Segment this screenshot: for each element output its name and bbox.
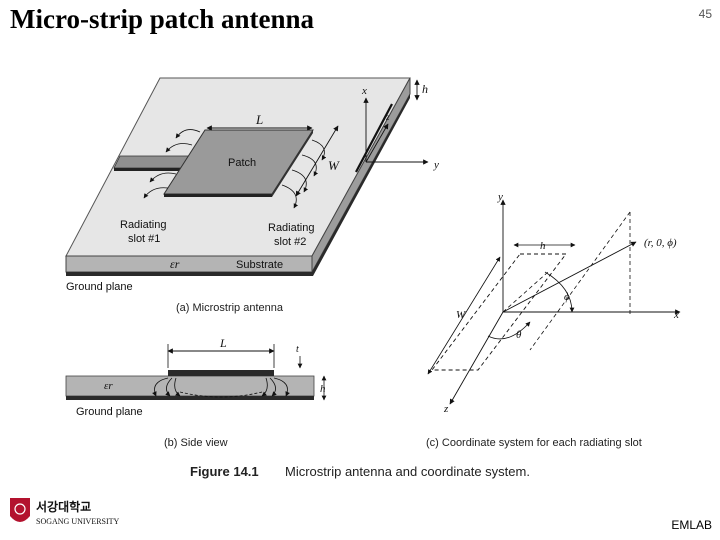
side-patch <box>168 370 274 376</box>
side-height-label: h <box>320 383 326 395</box>
microstrip-antenna-3d: L W Patch Radiating slot #1 Radiating sl… <box>65 77 439 314</box>
university-english-name: SOGANG UNIVERSITY <box>36 517 120 526</box>
radius-vector <box>502 241 637 313</box>
slot-1-label-line-2: slot #1 <box>128 233 160 245</box>
figure-caption-text: Microstrip antenna and coordinate system… <box>285 464 530 479</box>
side-ground-plane <box>66 396 314 400</box>
page-number: 45 <box>698 7 712 21</box>
subcaption-c: (c) Coordinate system for each radiating… <box>426 437 642 449</box>
thickness-label: t <box>296 344 299 355</box>
side-length-label: L <box>219 336 227 350</box>
theta-label: θ <box>516 329 522 341</box>
coord-axis-y-label: y <box>497 191 503 203</box>
xz-projection <box>502 271 549 313</box>
side-fringing-fields <box>152 377 290 398</box>
phi-label: ϕ <box>564 291 570 303</box>
axis-z-label: z <box>385 112 390 122</box>
university-korean-name: 서강대학교 <box>36 499 91 514</box>
height-label: h <box>422 82 428 96</box>
lab-label: EMLAB <box>671 518 712 532</box>
subcaption-b: (b) Side view <box>164 437 228 449</box>
width-label: W <box>328 158 340 173</box>
coordinate-system: y x z h W ϕ θ (r, 0, ϕ) (c) Coordinate s… <box>426 191 681 449</box>
point-label: (r, 0, ϕ) <box>644 237 677 249</box>
coord-axis-z-label: z <box>443 403 449 415</box>
coord-axis-x-label: x <box>673 309 679 321</box>
fringing-field-slot-2 <box>281 139 327 209</box>
subcaption-a: (a) Microstrip antenna <box>176 302 284 314</box>
seal-emblem <box>14 503 26 515</box>
feed-line-edge <box>114 168 192 171</box>
slide-title: Micro-strip patch antenna <box>10 4 314 34</box>
axis-z-line <box>365 123 389 163</box>
diagonal-projection <box>529 211 631 351</box>
coord-height-label: h <box>540 240 546 252</box>
patch-edge <box>164 194 272 197</box>
length-label: L <box>255 112 263 127</box>
side-epsilon-label: εr <box>104 380 113 392</box>
side-view: L εr t h Ground plane (b) Side view <box>65 336 327 449</box>
slot-2-edge-line <box>355 103 393 173</box>
slot-2-label-line-1: Radiating <box>268 222 314 234</box>
coord-width-label: W <box>456 309 466 321</box>
ground-plane-label: Ground plane <box>66 281 133 293</box>
axis-y-label: y <box>433 159 439 171</box>
seal-shield-icon <box>10 498 30 522</box>
fringing-field-slot-1 <box>143 129 201 199</box>
slot-2-label-line-2: slot #2 <box>274 236 306 248</box>
side-ground-label: Ground plane <box>76 406 143 418</box>
axis-x-label: x <box>361 85 367 97</box>
phi-arc <box>544 271 575 313</box>
width-dimension <box>295 125 339 197</box>
coord-width-dimension <box>427 256 501 375</box>
substrate-label: Substrate <box>236 259 283 271</box>
patch-label: Patch <box>228 157 256 169</box>
university-logo: 서강대학교 SOGANG UNIVERSITY <box>10 498 120 526</box>
theta-arc <box>487 321 531 340</box>
slot-1-label-line-1: Radiating <box>120 219 166 231</box>
epsilon-label: εr <box>170 257 180 271</box>
figure-caption-number: Figure 14.1 <box>190 464 259 479</box>
